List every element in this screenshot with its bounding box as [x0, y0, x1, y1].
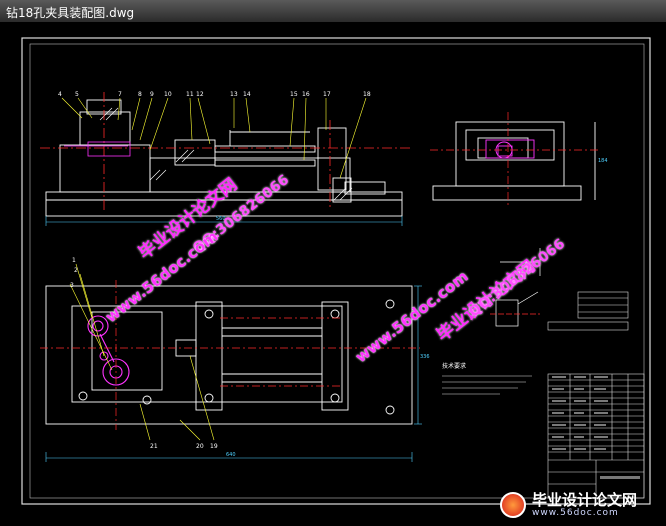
- balloon-14: 14: [243, 91, 251, 98]
- balloon-19: 19: [210, 443, 218, 450]
- balloon-4: 4: [58, 91, 62, 98]
- balloon-11: 11: [186, 91, 194, 98]
- side-view: [432, 121, 596, 201]
- dim-side-height: 184: [598, 158, 608, 164]
- balloon-12: 12: [196, 91, 204, 98]
- balloon-3: 3: [70, 282, 74, 289]
- balloon-8: 8: [138, 91, 142, 98]
- balloon-15: 15: [290, 91, 298, 98]
- small-table: [547, 291, 629, 331]
- technical-notes: [442, 375, 532, 395]
- logo-mark-icon: [500, 492, 526, 518]
- parts-list-fill: [552, 376, 640, 479]
- balloon-7: 7: [118, 91, 122, 98]
- dim-top-width: 560: [216, 216, 226, 222]
- cad-drawing: 4 5 7 8 9 10 11 12 13 14 15 16 17 18 19 …: [21, 37, 651, 505]
- window-titlebar: 钻18孔夹具装配图.dwg: [0, 0, 666, 23]
- balloons-top: 4 5 7 8 9 10 11 12 13 14 15 16 17 18: [58, 91, 371, 98]
- dim-plan-width: 640: [226, 452, 236, 458]
- plan-view-leaders: [69, 263, 215, 441]
- balloon-5: 5: [75, 91, 79, 98]
- notes-heading: 技术要求: [442, 362, 466, 370]
- plan-view-dim: [45, 285, 422, 462]
- site-logo: 毕业设计论文网 www.56doc.com: [500, 492, 637, 518]
- balloon-1: 1: [72, 257, 76, 264]
- front-view-dim: [45, 216, 403, 226]
- dim-plan-height: 336: [420, 354, 430, 360]
- balloons-bottom: 19 20 21 3 2 1: [70, 257, 218, 450]
- balloon-18: 18: [363, 91, 371, 98]
- front-view-hatch: [99, 107, 353, 201]
- balloon-10: 10: [164, 91, 172, 98]
- balloon-16: 16: [302, 91, 310, 98]
- drawing-border: [21, 37, 651, 505]
- balloon-21: 21: [150, 443, 158, 450]
- logo-url: www.56doc.com: [532, 507, 619, 518]
- balloon-13: 13: [230, 91, 238, 98]
- balloon-2: 2: [74, 267, 78, 274]
- parts-list: [547, 373, 645, 499]
- plan-view-center: [40, 280, 420, 430]
- drawing-inner-border: [29, 43, 645, 499]
- detail-view: [495, 248, 541, 327]
- front-view-leaders: [61, 97, 367, 179]
- balloon-20: 20: [196, 443, 204, 450]
- side-view-magenta: [485, 139, 535, 159]
- balloon-17: 17: [323, 91, 331, 98]
- front-view-hidden: [40, 92, 410, 210]
- front-view: [45, 99, 403, 217]
- drawing-canvas[interactable]: 4 5 7 8 9 10 11 12 13 14 15 16 17 18 19 …: [0, 22, 666, 522]
- plan-view: [45, 285, 413, 425]
- logo-text: 毕业设计论文网: [532, 490, 638, 509]
- window-title: 钻18孔夹具装配图.dwg: [6, 6, 135, 20]
- dimension-text: 560 184 336 640: [216, 158, 608, 458]
- plan-view-magenta: [87, 315, 130, 386]
- balloon-9: 9: [150, 91, 154, 98]
- side-view-center: [430, 112, 600, 205]
